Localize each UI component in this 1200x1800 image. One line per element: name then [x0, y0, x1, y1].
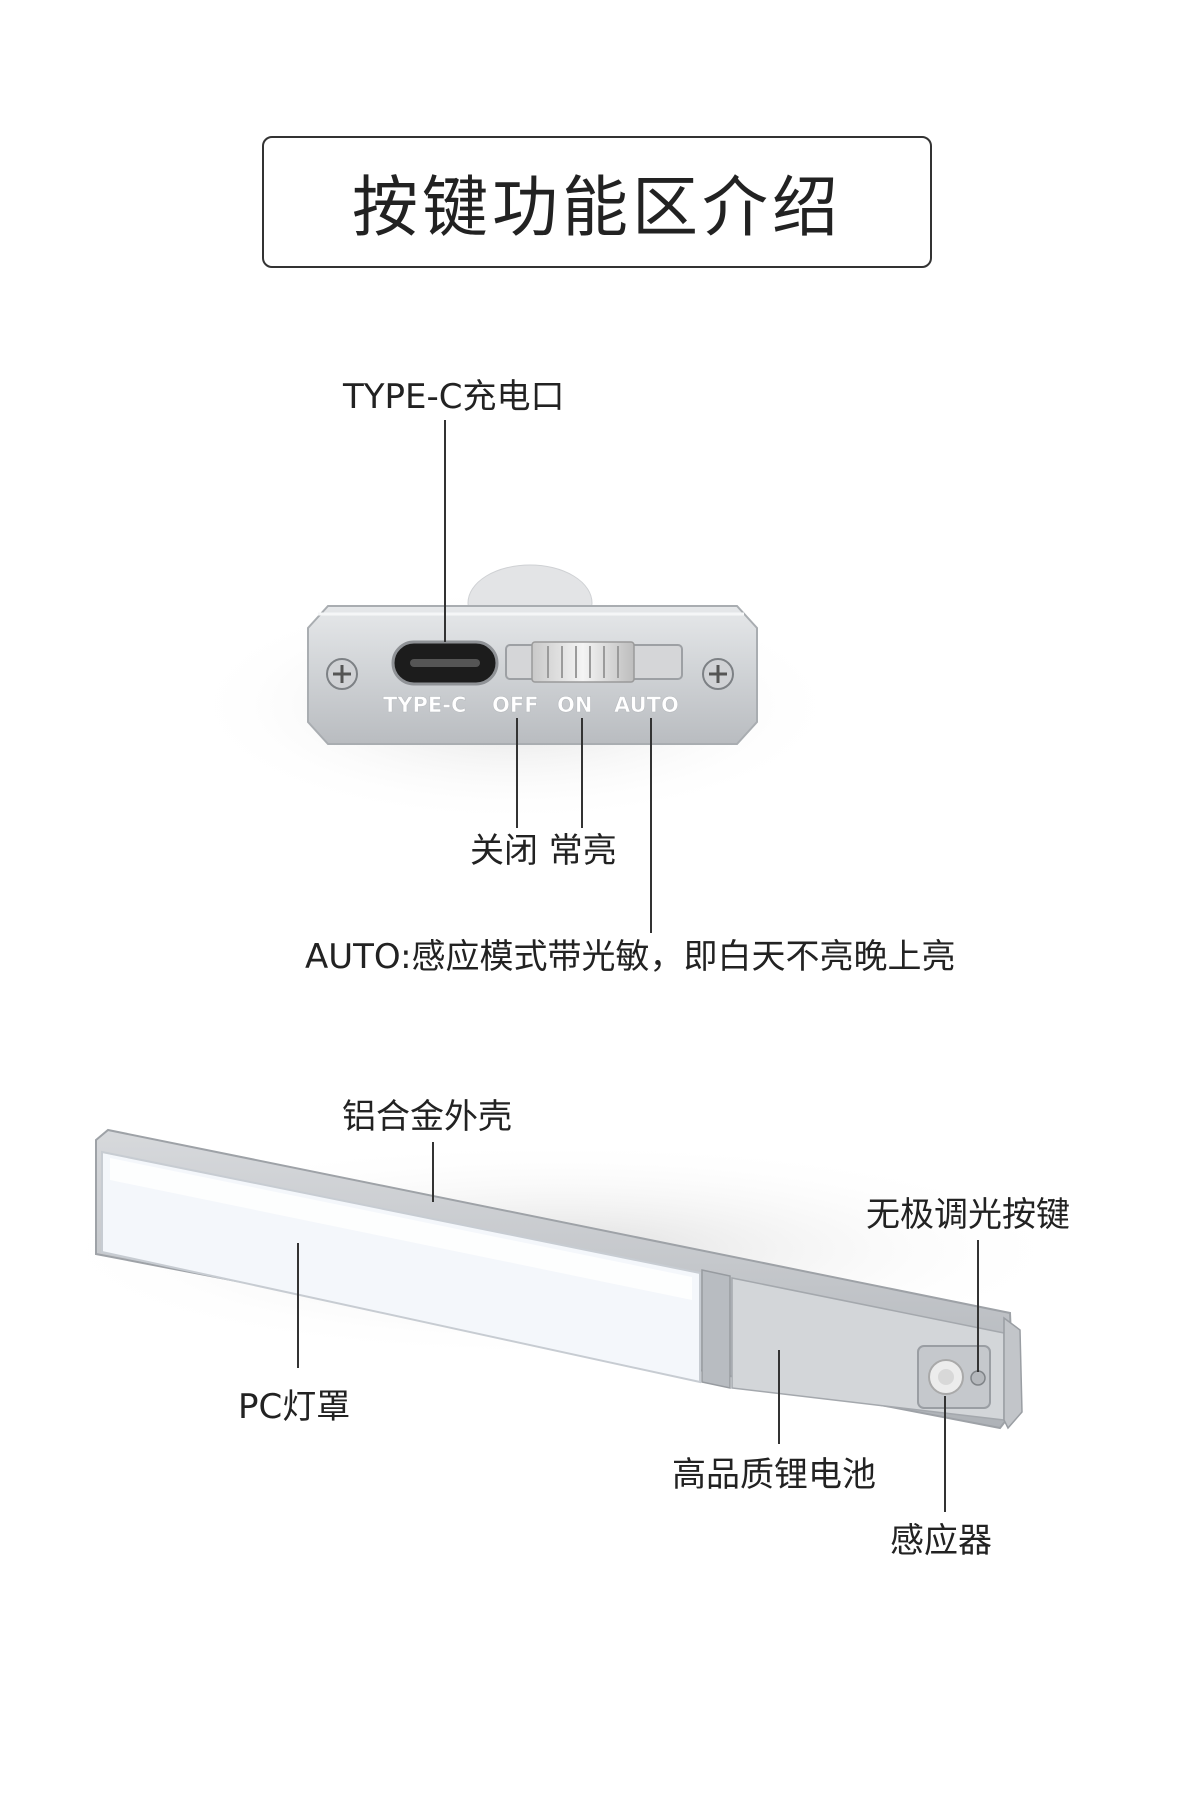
pc-cover-label: PC灯罩 [238, 1387, 351, 1427]
dimmer-button-label: 无极调光按键 [866, 1195, 1070, 1235]
sensor-label: 感应器 [890, 1521, 992, 1561]
sensor-leader-line [944, 1396, 946, 1512]
type-c-port-icon [391, 640, 499, 686]
title-box: 按键功能区介绍 [262, 136, 932, 268]
off-leader-line [516, 718, 518, 828]
screw-left-icon [326, 658, 358, 690]
engraved-off: OFF [492, 693, 539, 717]
dimmer-button-icon[interactable] [970, 1370, 986, 1386]
battery-leader-line [778, 1350, 780, 1444]
battery-label: 高品质锂电池 [672, 1455, 876, 1495]
joint-band [701, 1269, 731, 1389]
end-cap [1003, 1316, 1023, 1430]
type-c-leader-line [444, 420, 446, 642]
mode-switch-knob[interactable] [531, 641, 635, 683]
engraved-on: ON [557, 693, 592, 717]
engraved-typec: TYPE-C [383, 693, 466, 717]
type-c-port-label: TYPE-C充电口 [343, 377, 565, 417]
auto-leader-line [650, 718, 652, 933]
auto-mode-label: AUTO:感应模式带光敏，即白天不亮晚上亮 [305, 937, 956, 977]
engraved-auto: AUTO [614, 693, 679, 717]
cover-leader-line [297, 1243, 299, 1368]
shell-leader-line [432, 1142, 434, 1202]
aluminum-shell-label: 铝合金外壳 [342, 1097, 512, 1137]
pc-diffuser [101, 1150, 701, 1384]
motion-sensor-icon [917, 1345, 991, 1409]
screw-right-icon [702, 658, 734, 690]
page-title: 按键功能区介绍 [352, 169, 842, 246]
dimmer-leader-line [977, 1240, 979, 1372]
on-leader-line [581, 718, 583, 828]
off-on-label: 关闭 常亮 [470, 831, 617, 871]
diffuser-glow [110, 1158, 692, 1300]
